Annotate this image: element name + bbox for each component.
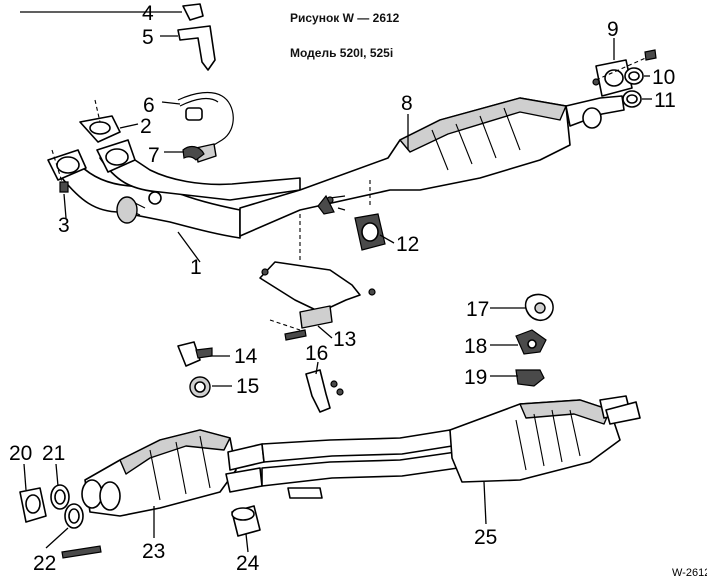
callout-1: 1	[190, 256, 202, 279]
support-plate	[259, 194, 376, 341]
callout-19: 19	[464, 366, 487, 389]
rubber-ring-15	[189, 376, 211, 398]
connecting-sleeve	[231, 505, 261, 537]
bracket-16	[305, 369, 344, 413]
callout-18: 18	[464, 335, 487, 358]
callout-20: 20	[9, 442, 32, 465]
callout-5: 5	[142, 26, 154, 49]
flange-lower	[47, 149, 87, 193]
callout-17: 17	[466, 298, 489, 321]
rubber-hanger-17	[524, 293, 554, 322]
sensor-clamp	[182, 145, 205, 161]
front-downpipe	[61, 149, 301, 239]
callout-12: 12	[396, 233, 419, 256]
callout-11: 11	[654, 89, 676, 112]
flange-upper	[96, 139, 136, 173]
callout-14: 14	[234, 345, 258, 368]
rear-flange	[592, 49, 657, 97]
callout-25: 25	[474, 526, 497, 549]
bracket-18	[515, 329, 547, 355]
callout-13: 13	[333, 328, 356, 351]
callout-24: 24	[236, 552, 260, 575]
callout-2: 2	[140, 115, 152, 138]
model-caption: Модель 520I, 525i	[290, 46, 393, 60]
callout-10: 10	[652, 66, 675, 89]
intermediate-muffler	[81, 429, 265, 517]
clamp-ring-20	[19, 487, 47, 523]
figure-caption: Рисунок W — 2612	[290, 11, 400, 25]
callout-23: 23	[142, 540, 165, 563]
callout-3: 3	[58, 214, 70, 237]
callout-16: 16	[305, 342, 328, 365]
callout-6: 6	[143, 94, 155, 117]
callout-7: 7	[148, 144, 160, 167]
callout-21: 21	[42, 442, 65, 465]
center-pipes	[261, 429, 459, 499]
clamp-14	[177, 341, 213, 367]
flange-gasket-upper	[79, 99, 121, 143]
ring-gasket-10	[624, 67, 644, 85]
rear-muffler	[449, 395, 641, 483]
leader-lines	[20, 11, 652, 553]
hanger-bracket-top	[177, 3, 216, 71]
ring-gasket-22	[61, 503, 102, 559]
figure-code: W-2612	[672, 567, 707, 579]
callout-8: 8	[401, 92, 413, 115]
callout-15: 15	[236, 375, 259, 398]
callout-9: 9	[607, 18, 619, 41]
clip-19	[515, 369, 545, 387]
ring-gasket-21	[50, 484, 70, 510]
catalytic-converter	[239, 95, 625, 237]
rubber-mount	[326, 180, 386, 251]
callout-22: 22	[33, 552, 56, 575]
ring-gasket-11	[622, 90, 642, 108]
callout-4: 4	[142, 2, 154, 25]
